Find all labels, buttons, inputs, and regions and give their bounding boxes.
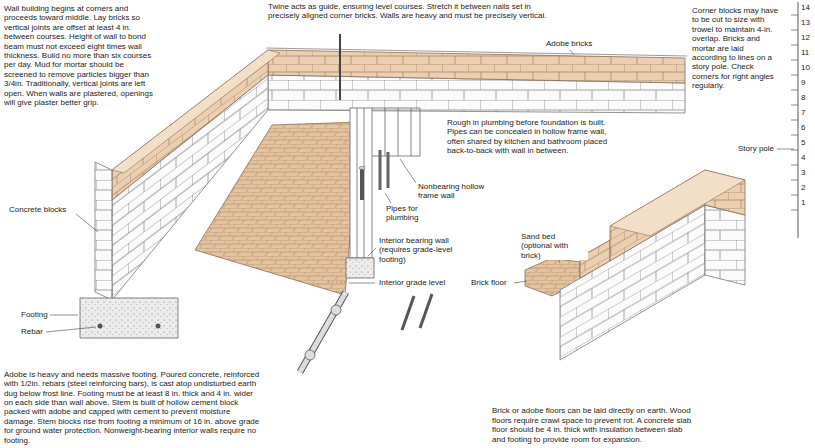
part-label: Story pole: [737, 144, 775, 153]
leader-line: [50, 315, 78, 316]
loose-pipe: [300, 292, 346, 372]
annotation-note: Wall building begins at corners and proc…: [4, 4, 154, 107]
vent-pipe: [339, 34, 341, 100]
annotation-note: Brick or adobe floors can be laid direct…: [492, 406, 697, 444]
part-label: Brick floor: [470, 278, 508, 287]
leader-line: [76, 214, 98, 232]
leader-line: [349, 283, 375, 284]
plumbing-pipe: [360, 168, 364, 200]
grade-line: [328, 282, 346, 283]
pipe-coupling: [331, 305, 341, 315]
scale-number: 3: [801, 168, 805, 177]
scale-number: 14: [801, 3, 810, 12]
leader-line: [514, 281, 527, 283]
adobe-top: [610, 170, 745, 236]
leader-line: [400, 159, 416, 183]
scale-number: 9: [801, 78, 805, 87]
leader-line: [570, 50, 574, 55]
pipe-coupling: [305, 350, 315, 360]
annotation-note: Rough in plumbing before foundation is b…: [447, 118, 625, 156]
scale-number: 2: [801, 183, 805, 192]
rebar-section: [98, 324, 103, 329]
scale-number: 7: [801, 108, 805, 117]
leader-line: [46, 327, 96, 332]
part-label: Nonbearing hollow frame wall: [417, 182, 489, 201]
annotation-note: Adobe is heavy and needs massive footing…: [4, 370, 262, 445]
scale-number: 1: [801, 198, 805, 207]
leader-lines: [46, 50, 794, 332]
plumbing-pipe: [387, 152, 390, 188]
brick-floor: [195, 122, 360, 295]
part-label: Adobe bricks: [545, 39, 593, 48]
scale-number: 13: [801, 18, 810, 27]
leader-line: [368, 248, 376, 256]
rebar-section: [156, 324, 161, 329]
leader-line: [777, 149, 794, 150]
part-label: Concrete blocks: [8, 205, 76, 214]
leader-line: [385, 193, 391, 203]
part-label: Footing: [20, 310, 49, 319]
scale-number: 4: [801, 153, 805, 162]
rebar-rod: [402, 296, 414, 330]
stem-block-end: [95, 162, 112, 300]
part-label: Rebar: [20, 327, 44, 336]
scale-number: 12: [801, 33, 810, 42]
plumbing-pipe: [379, 150, 382, 190]
twine-line: [266, 48, 687, 56]
rebar-rod: [420, 294, 432, 328]
pipe-end: [359, 167, 365, 170]
scale-number: 5: [801, 138, 805, 147]
frame-wall: [350, 108, 372, 258]
scale-number: 6: [801, 123, 805, 132]
annotation-note: Twine acts as guide, ensuring level cour…: [268, 2, 553, 21]
part-label: Interior grade level: [378, 278, 446, 287]
scale-number: 11: [801, 48, 809, 57]
annotation-note: Corner blocks may have to be cut to size…: [692, 6, 780, 91]
concrete-footing: [80, 298, 178, 338]
part-label: Sand bed (optional with brick): [520, 232, 588, 260]
loose-pipe: [300, 292, 346, 372]
part-label: Pipes for plumbing: [385, 204, 435, 223]
story-pole-ticks: [791, 15, 798, 210]
corner-block-end: [705, 205, 745, 285]
interior-footing: [346, 258, 374, 278]
scale-number: 10: [801, 63, 810, 72]
scale-number: 8: [801, 93, 805, 102]
part-label: Interior bearing wall (requires grade-le…: [378, 236, 480, 264]
